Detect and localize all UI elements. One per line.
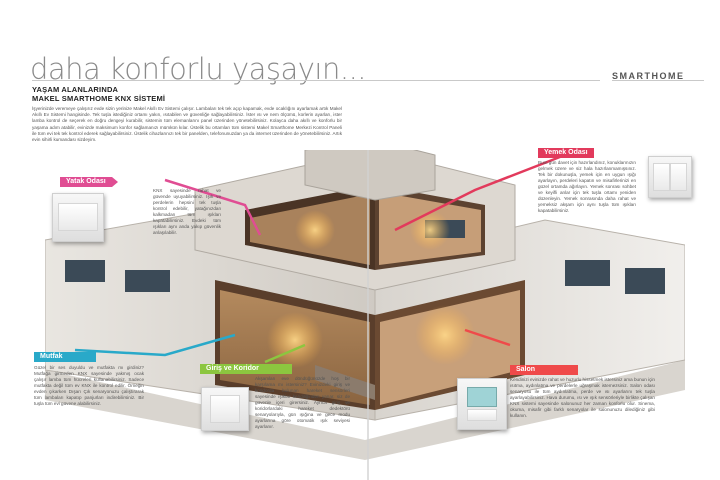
- brand-rule: [612, 80, 704, 81]
- section-subtitle: YAŞAM ALANLARINDA MAKEL SMARTHOME KNX Sİ…: [32, 85, 165, 103]
- label-mutfak: Mutfak: [34, 352, 96, 362]
- label-yatak-odasi: Yatak Odası: [60, 177, 118, 187]
- text-yemek-odasi: Bum gün davet için hazırlandınız, konukl…: [538, 160, 636, 213]
- text-giris-koridor: Akşamları eve döndüğünüzde hoş bir karşı…: [255, 376, 350, 429]
- page-gutter: [367, 150, 369, 480]
- switch-rocker-left: [653, 163, 670, 191]
- label-giris-koridor: Giriş ve Koridor: [200, 364, 292, 374]
- sensor-face: [210, 395, 240, 423]
- thermostat-icon: [457, 378, 507, 430]
- text-salon: Kendinizi evinizde rahat ve huzurlu hiss…: [510, 377, 655, 418]
- switch-rocker-right: [670, 163, 687, 191]
- subtitle-line-1: YAŞAM ALANLARINDA: [32, 85, 119, 94]
- brand-logo: SMARTHOME: [612, 71, 685, 81]
- house-cutaway-illustration: [45, 150, 685, 460]
- label-salon: Salon: [510, 365, 578, 375]
- text-yatak-odasi: KNX sayesinde rahat ve güvende uyuyabili…: [153, 188, 221, 235]
- subtitle-line-2: MAKEL SMARTHOME KNX SİSTEMİ: [32, 94, 166, 103]
- label-yemek-odasi: Yemek Odası: [538, 148, 594, 158]
- light-switch-icon: [52, 193, 104, 242]
- title-rule: [32, 80, 600, 81]
- motion-sensor-switch-icon: [201, 387, 249, 431]
- label-yatak-odasi-text: Yatak Odası: [66, 178, 106, 185]
- switch-rocker: [58, 203, 98, 231]
- thermostat-buttons: [467, 409, 497, 421]
- intro-paragraph: İşyerinizde veremeye çalışırız evde sizi…: [32, 106, 342, 143]
- thermostat-screen: [467, 387, 497, 407]
- double-switch-icon: [648, 156, 692, 198]
- text-mutfak: Güzel bir ses duyuldu ve mutfakta mı gir…: [34, 365, 144, 406]
